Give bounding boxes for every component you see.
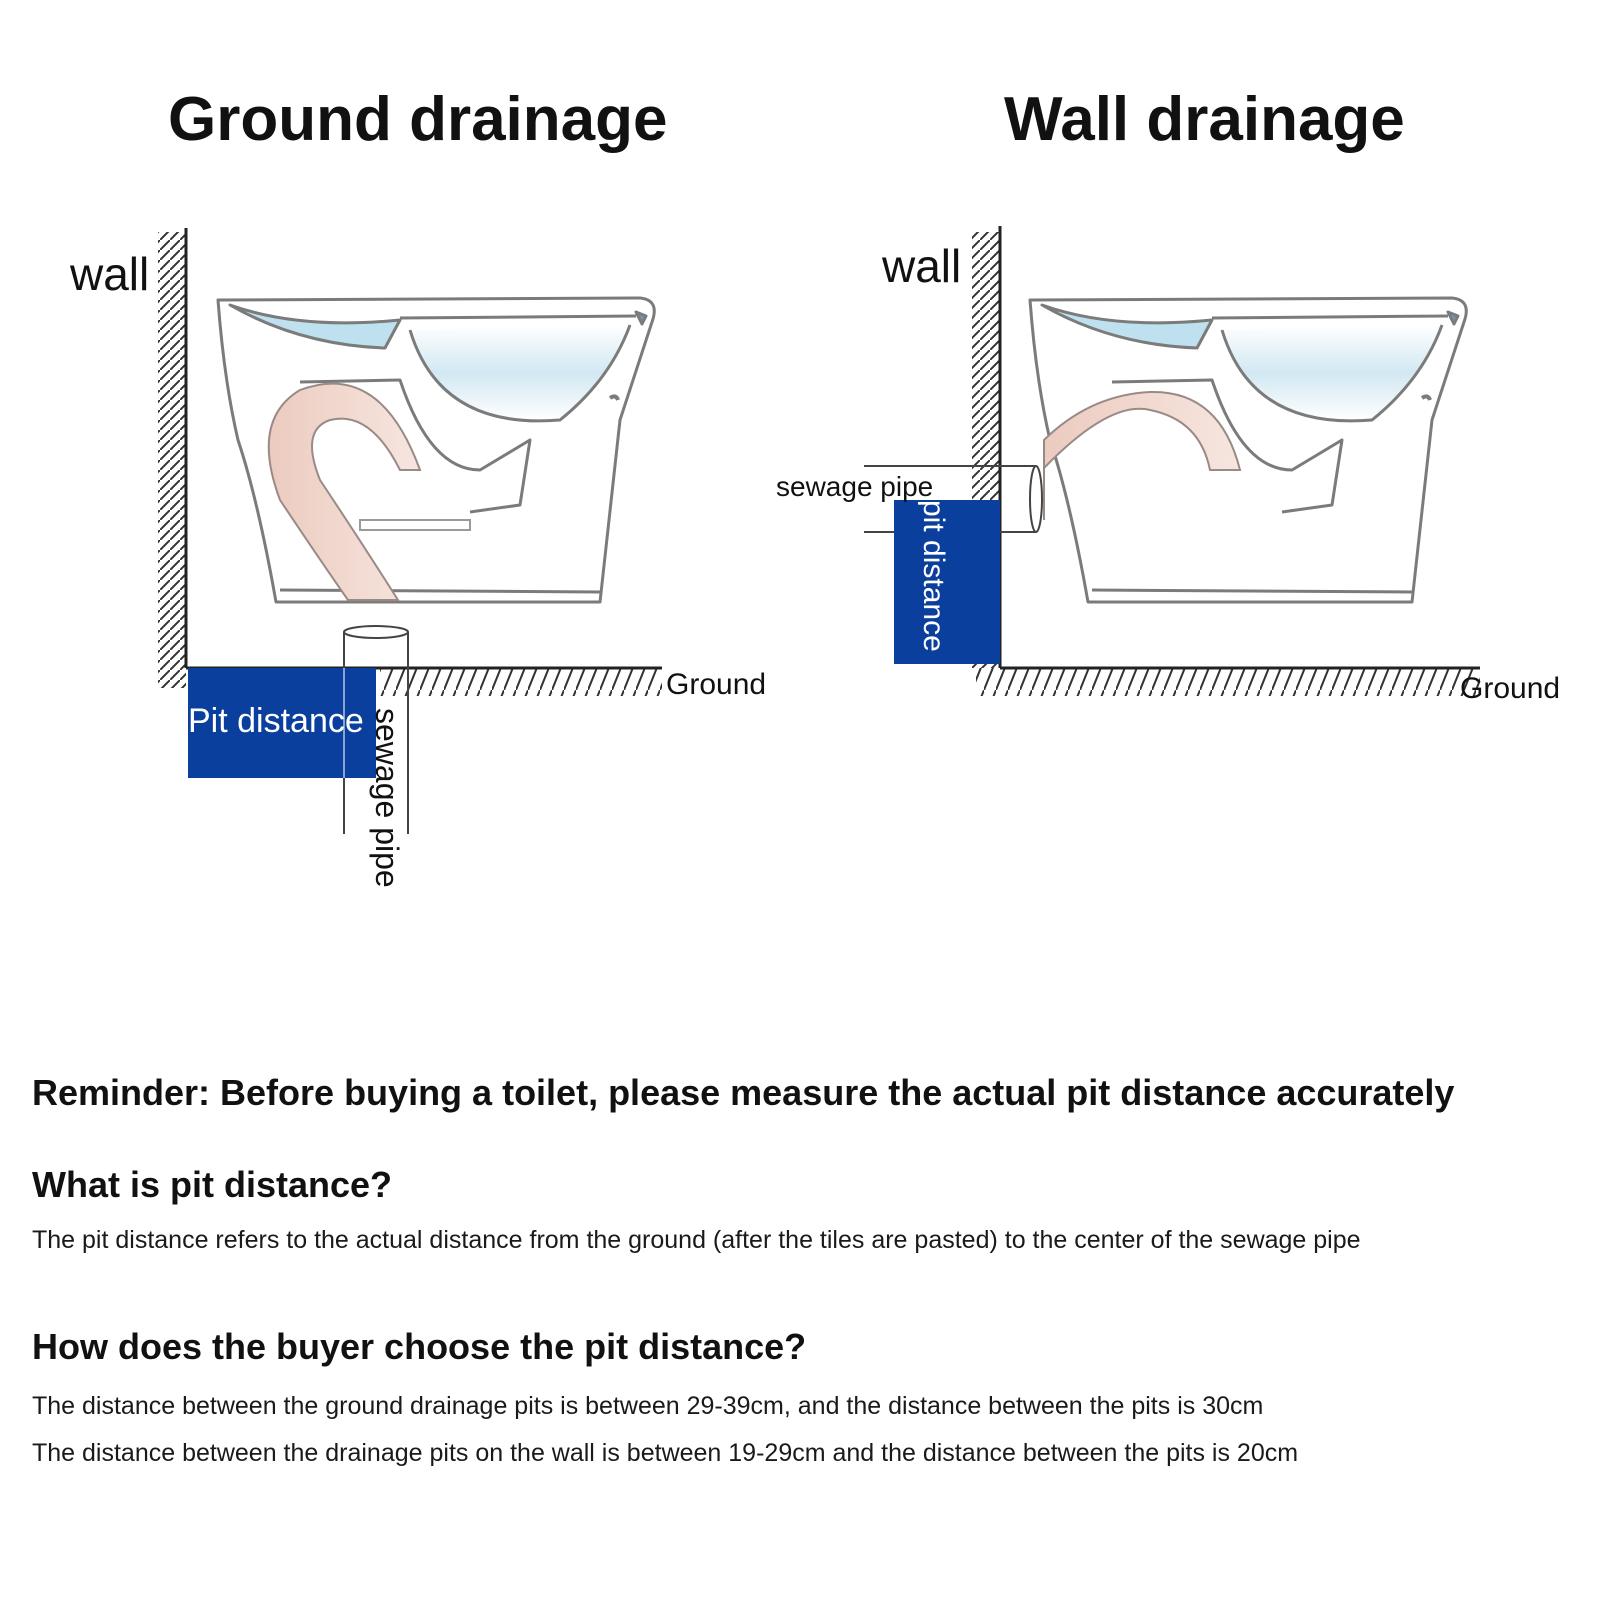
ground-label: Ground xyxy=(666,668,766,701)
ground-hatching xyxy=(976,668,1480,696)
ground-hatching xyxy=(380,668,662,696)
faq-question: How does the buyer choose the pit distan… xyxy=(32,1326,807,1367)
wall-drainage-diagram: wall Ground sewage pipe pit distance xyxy=(776,226,1560,705)
ground-drainage-diagram: wall Ground Pit distance sewage pipe xyxy=(69,228,766,888)
trap-pipe xyxy=(267,382,422,601)
faq-answer-line: The distance between the ground drainage… xyxy=(32,1392,1264,1420)
wall-label: wall xyxy=(69,248,149,300)
sewage-pipe-label: sewage pipe xyxy=(369,708,405,888)
sewage-pipe-label: sewage pipe xyxy=(776,471,933,502)
pit-distance-label: Pit distance xyxy=(188,702,364,740)
ground-label: Ground xyxy=(1460,672,1560,705)
ground-drainage-title: Ground drainage xyxy=(168,85,668,154)
pit-distance-label: pit distance xyxy=(917,500,950,652)
trap-pipe xyxy=(1043,390,1242,471)
faq-question: What is pit distance? xyxy=(32,1164,393,1205)
faq-section-pit-distance: What is pit distance? The pit distance r… xyxy=(32,1164,1582,1255)
pit-distance-box xyxy=(894,500,1000,664)
faq-section-choose-pit-distance: How does the buyer choose the pit distan… xyxy=(32,1326,1582,1468)
drainage-diagram: wall Ground Pit distance sewage pipe xyxy=(69,226,1560,888)
faq-answer-line: The distance between the drainage pits o… xyxy=(32,1439,1299,1467)
toilet-illustration xyxy=(1028,296,1468,604)
faq-answer-line: The pit distance refers to the actual di… xyxy=(32,1226,1361,1254)
wall-label: wall xyxy=(881,240,961,292)
reminder-text: Reminder: Before buying a toilet, please… xyxy=(32,1072,1455,1113)
wall-drainage-title: Wall drainage xyxy=(1004,85,1405,154)
wall-hatching xyxy=(158,232,186,688)
